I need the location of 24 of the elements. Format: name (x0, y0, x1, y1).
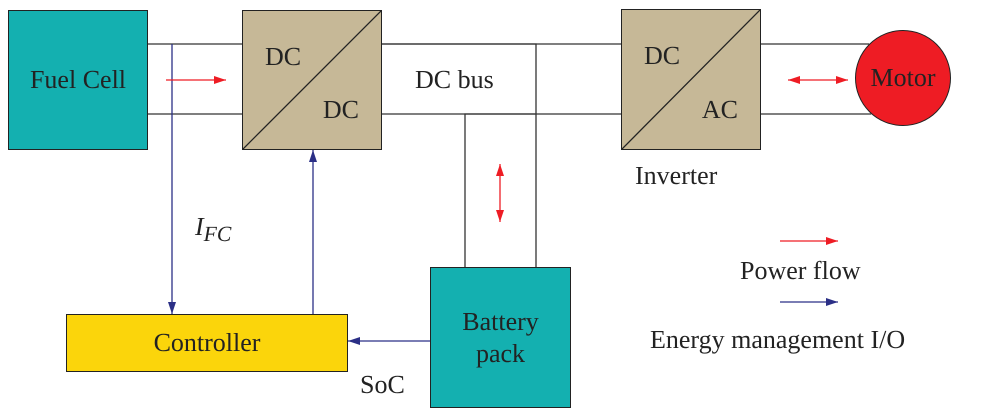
converter-box (242, 10, 382, 150)
wire (760, 43, 872, 115)
converter-label: DC (644, 43, 680, 69)
converter-label: DC (322, 97, 359, 123)
legend-text: Power flow (740, 258, 861, 284)
node-label: Motor (870, 62, 936, 94)
node-label: Battery pack (461, 306, 540, 369)
converter-label: DC (265, 44, 302, 70)
node-caption: Inverter (635, 163, 718, 189)
battery-box (430, 267, 571, 408)
legend-text: Energy management I/O (650, 327, 906, 353)
converter-label: AC (702, 97, 738, 123)
wire (381, 43, 622, 115)
node-label: Fuel Cell (30, 64, 126, 96)
fuel-cell-box (8, 10, 148, 150)
converter-box (621, 9, 761, 150)
arrow (168, 44, 176, 314)
bus-label: DC bus (415, 67, 494, 93)
controller-box (66, 314, 348, 372)
arrow (309, 150, 317, 314)
wire (147, 43, 243, 115)
arrow (348, 337, 430, 345)
wire (382, 43, 537, 268)
node-label: Controller (154, 327, 260, 359)
